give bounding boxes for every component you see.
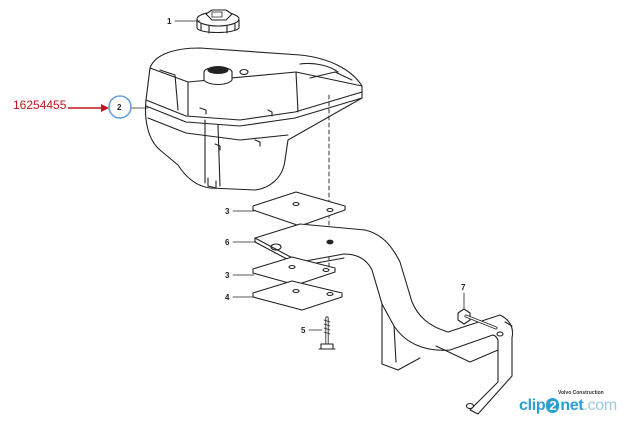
part-number-label: 16254455 (13, 98, 67, 112)
screw[interactable] (457, 308, 498, 330)
watermark-company: Volvo Construction (558, 390, 604, 396)
brand-domain: .com (583, 397, 617, 414)
callout-pad-upper: 3 (225, 207, 230, 216)
callout-screw: 7 (461, 283, 466, 292)
brand-suffix: net (560, 397, 584, 414)
callout-bolt: 5 (301, 326, 306, 335)
expansion-tank[interactable] (144, 47, 363, 191)
tank-cap[interactable] (196, 9, 240, 34)
brand-prefix: clip (519, 397, 546, 414)
highlight-circle (108, 95, 132, 119)
callout-tank: 2 (117, 103, 122, 112)
callout-pad-lower: 3 (225, 271, 230, 280)
part-number-arrow (68, 104, 109, 112)
rubber-pad-lower[interactable] (252, 256, 336, 286)
leader-lines (130, 20, 465, 331)
callout-pad-small: 4 (225, 293, 230, 302)
callout-plate: 6 (225, 238, 230, 247)
mounting-bracket[interactable] (254, 223, 514, 415)
callout-cap: 1 (167, 17, 172, 26)
rubber-pad-upper[interactable] (252, 191, 346, 227)
brand-mid: 2 (546, 398, 560, 413)
rubber-pad-small[interactable] (252, 280, 343, 311)
bolt[interactable] (318, 316, 336, 350)
